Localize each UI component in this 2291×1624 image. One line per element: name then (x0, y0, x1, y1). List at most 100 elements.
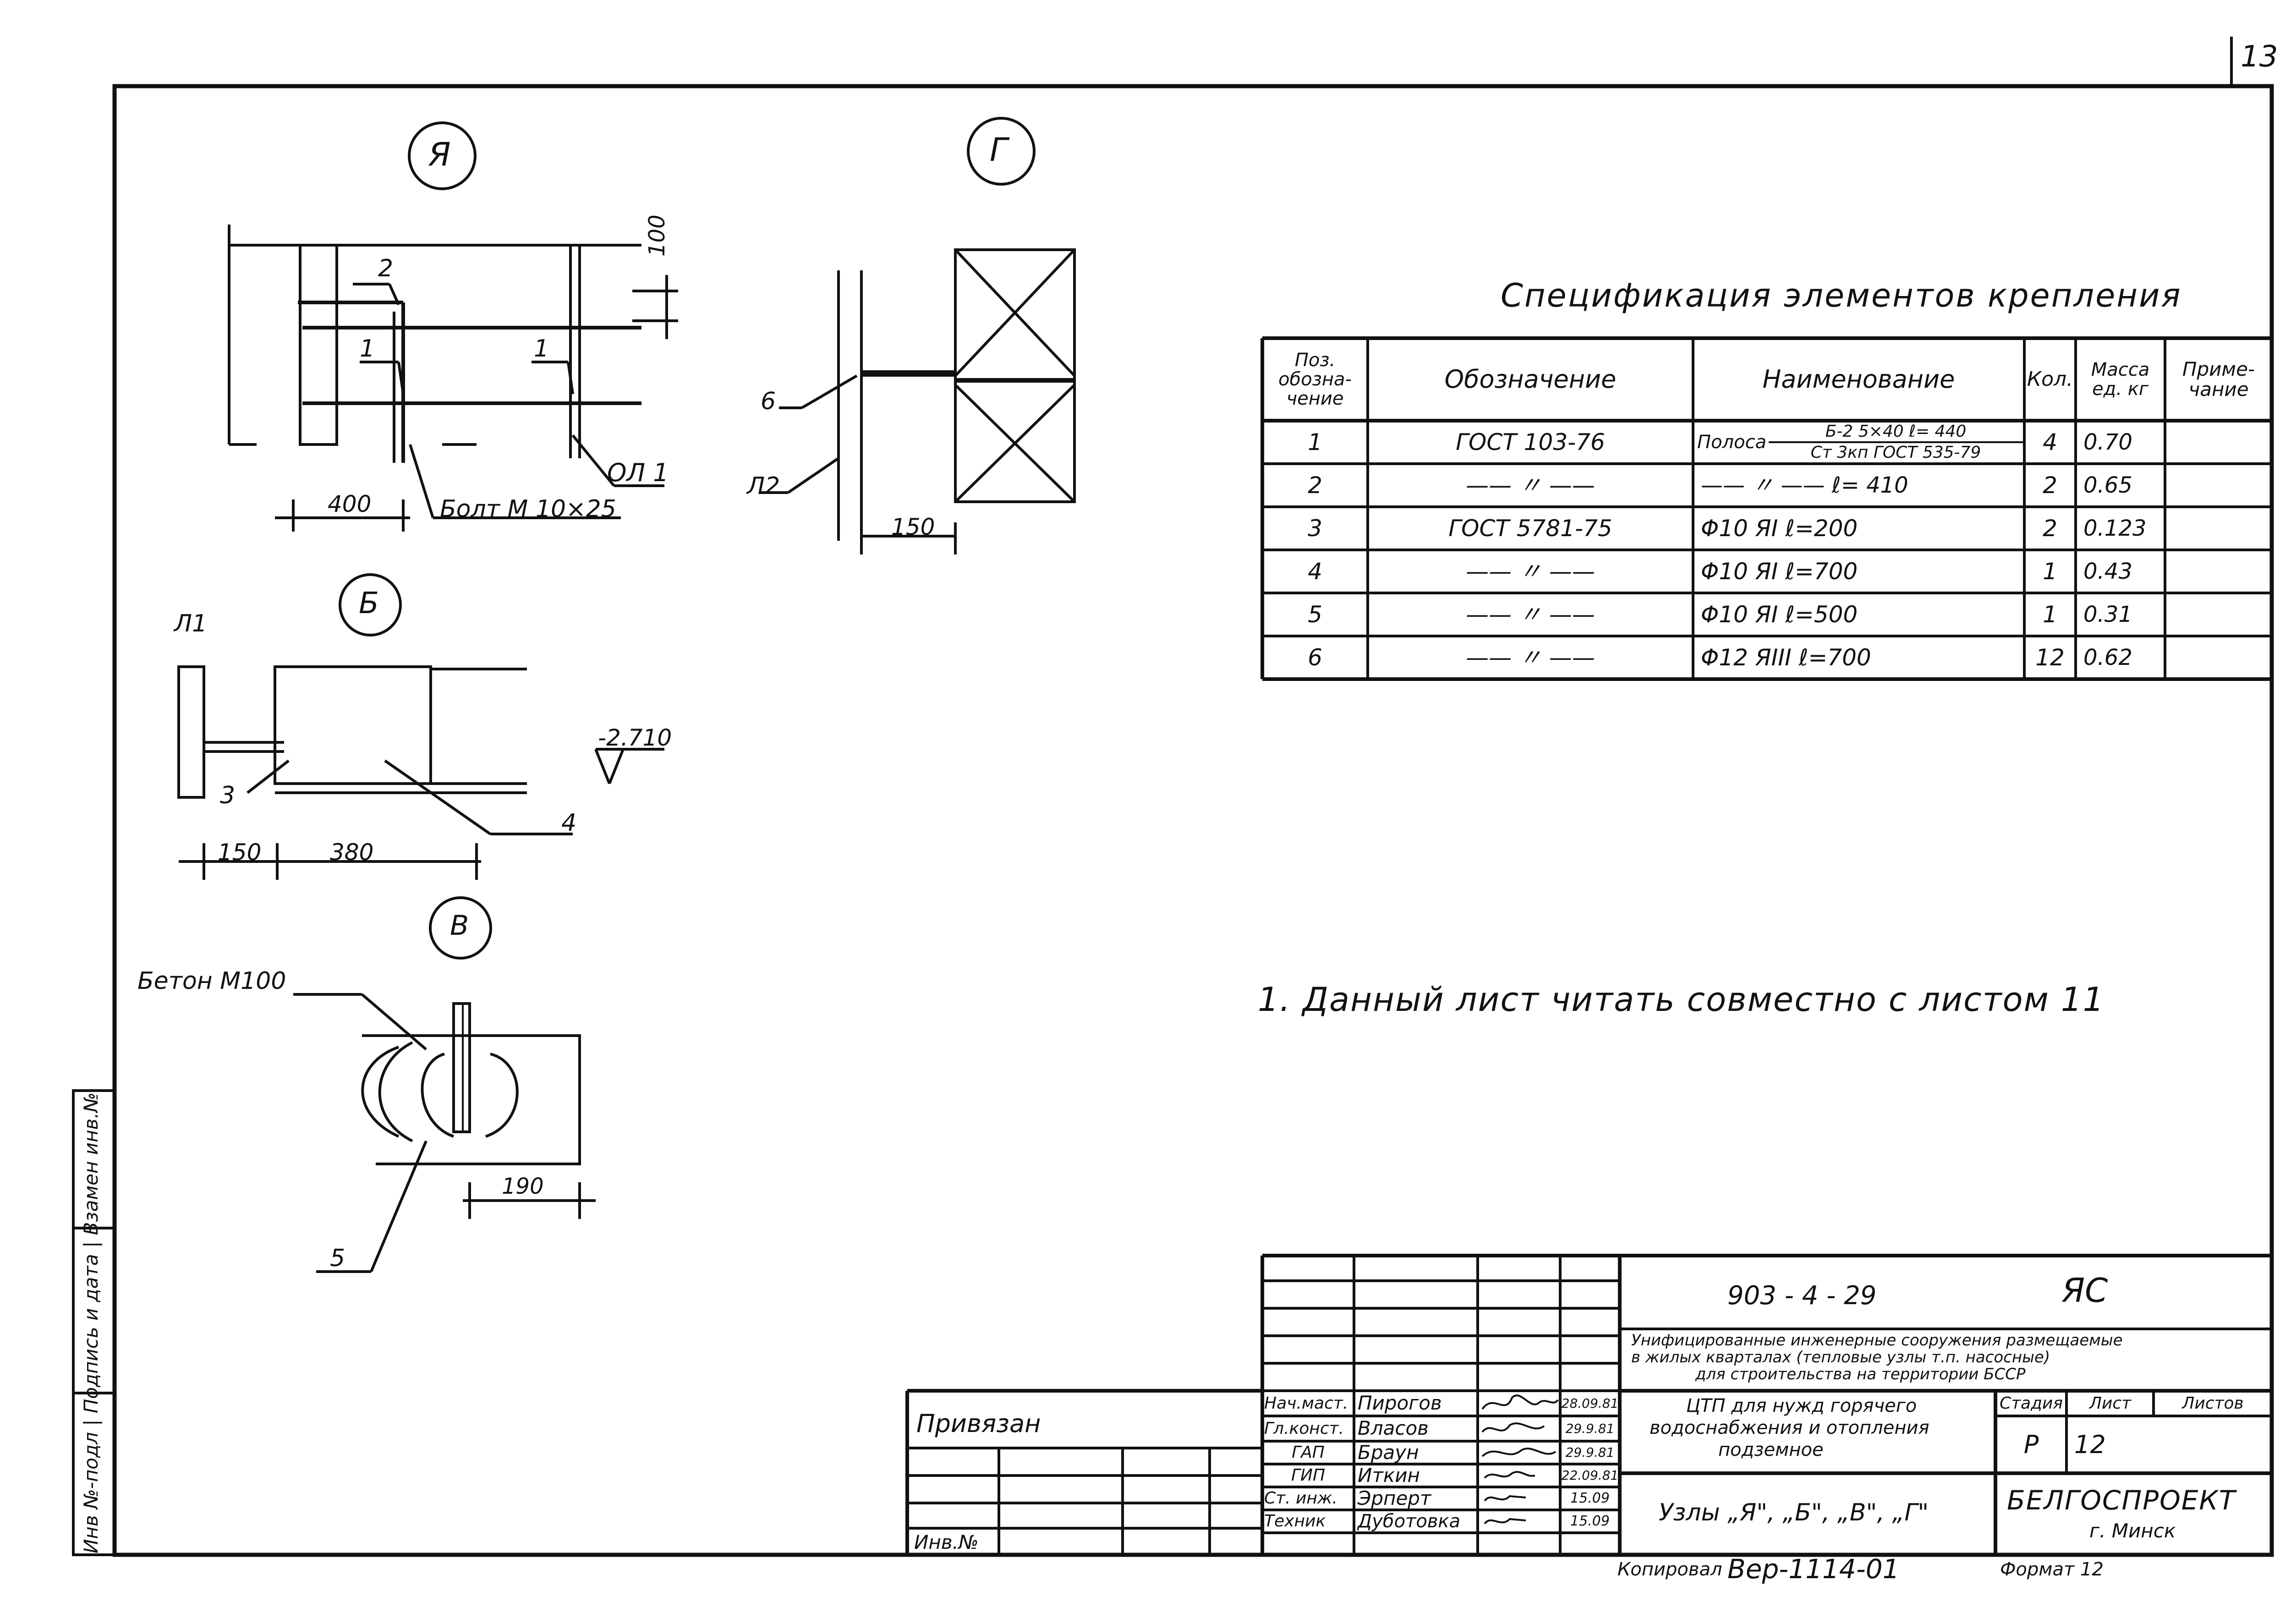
inv-label: Инв.№ (914, 1531, 979, 1553)
signer-4-name: Иткин (1358, 1464, 1420, 1487)
node-label-a: Я (428, 136, 451, 173)
signer-1-name: Пирогов (1358, 1392, 1442, 1415)
stamp-sheet-title: Узлы „Я", „Б", „В", „Г" (1659, 1499, 1929, 1526)
node-a-label-ol1: ОЛ 1 (607, 458, 669, 487)
signer-5-name: Эрперт (1358, 1487, 1431, 1509)
spec-row-5-name: Φ10 ЯI ℓ=500 (1701, 601, 1858, 628)
spec-row-4-mass: 0.43 (2083, 558, 2132, 584)
spec-header-pos: Поз. обозна- чение (1278, 350, 1352, 409)
node-v-drawing (293, 993, 596, 1273)
spec-header-name: Наименование (1762, 364, 1955, 394)
node-b-drawing (177, 665, 664, 880)
spec-row-2-name: —— 〃 —— ℓ= 410 (1701, 472, 1908, 498)
stamp-city: г. Минск (2089, 1520, 2176, 1542)
signer-6-name: Дуботовка (1358, 1511, 1461, 1532)
node-g-label-6: 6 (761, 388, 776, 415)
node-v-dim-190: 190 (502, 1174, 544, 1199)
node-g-label-l2: Л2 (747, 472, 780, 500)
spec-row-3-qty: 2 (2043, 515, 2057, 542)
signer-6-date: 15.09 (1570, 1513, 1610, 1530)
spec-row-6-mass: 0.62 (2083, 644, 2132, 670)
stamp-object-line2: водоснабжения и отопления (1650, 1417, 1929, 1438)
node-v-label-5: 5 (330, 1245, 345, 1272)
spec-row-1-designation: ГОСТ 103-76 (1456, 428, 1605, 455)
stamp-sheets-label: Листов (2182, 1394, 2244, 1413)
signer-4-role: ГИП (1291, 1466, 1326, 1485)
stamp-doc-code: 903 - 4 - 29 (1727, 1281, 1877, 1311)
signer-1-role: Нач.маст. (1264, 1394, 1348, 1413)
node-b-label-l1: Л1 (174, 610, 208, 637)
stamp-grid (905, 1254, 2272, 1555)
node-a-label-2: 2 (378, 255, 394, 282)
spec-row-3-designation: ГОСТ 5781-75 (1448, 515, 1612, 542)
signer-2-name: Власов (1358, 1417, 1429, 1440)
node-a-drawing (228, 225, 678, 532)
node-b-dim-150: 150 (218, 839, 262, 866)
stamp-sheet: 12 (2074, 1430, 2106, 1459)
node-a-dim-400: 400 (328, 491, 372, 517)
signer-1-date: 28.09.81 (1561, 1395, 1619, 1411)
stamp-org: БЕЛГОСПРОЕКТ (2007, 1485, 2236, 1516)
node-b-label-4: 4 (561, 809, 577, 837)
spec-row-6-name: Φ12 ЯIII ℓ=700 (1701, 644, 1871, 671)
node-b-dim-380: 380 (330, 839, 374, 866)
node-g-drawing (761, 248, 1076, 554)
stamp-project-line1: Унифицированные инженерные сооружения ра… (1631, 1331, 2123, 1350)
node-a-label-1b: 1 (534, 335, 549, 362)
stamp-project-line2: в жилых кварталах (тепловые узлы т.п. на… (1631, 1348, 2050, 1366)
signer-3-role: ГАП (1292, 1443, 1325, 1462)
stamp-stage-label: Стадия (1999, 1394, 2063, 1413)
spec-row-4-qty: 1 (2043, 558, 2057, 585)
node-a-label-1a: 1 (360, 335, 375, 362)
copied-code: Вер-1114-01 (1727, 1553, 1900, 1585)
node-g-dim-150: 150 (891, 514, 935, 540)
general-note: 1. Данный лист читать совместно с листом… (1258, 980, 2105, 1019)
spec-row-2-mass: 0.65 (2083, 472, 2132, 498)
spec-row-3-mass: 0.123 (2083, 515, 2147, 541)
spec-row-1-qty: 4 (2043, 428, 2057, 455)
spec-row-4-designation: —— 〃 —— (1466, 558, 1595, 585)
spec-row-5-qty: 1 (2043, 601, 2057, 628)
spec-row-1-name-prefix: Полоса (1697, 432, 1767, 453)
signer-3-name: Браун (1358, 1441, 1419, 1464)
node-label-v: В (450, 910, 469, 942)
format-label: Формат 12 (2000, 1559, 2104, 1580)
stamp-object-line1: ЦТП для нужд горячего (1686, 1395, 1917, 1416)
spec-row-1-name-bottom: Ст 3кп ГОСТ 535-79 (1810, 443, 1981, 462)
spec-row-6-qty: 12 (2035, 644, 2065, 671)
spec-table-grid (1261, 336, 2272, 681)
stamp-mark: ЯС (2062, 1271, 2108, 1310)
stamp-object-line3: подземное (1718, 1439, 1824, 1460)
spec-row-3-name: Φ10 ЯI ℓ=200 (1701, 515, 1858, 542)
copied-label: Копировал (1617, 1559, 1722, 1580)
spec-header-designation: Обозначение (1444, 364, 1617, 394)
bound-label: Привязан (916, 1409, 1041, 1438)
node-v-concrete-label: Бетон М100 (137, 967, 286, 995)
stamp-project-line3: для строительства на территории БССР (1695, 1365, 2026, 1383)
spec-row-4-pos: 4 (1308, 558, 1322, 585)
signer-5-date: 15.09 (1570, 1490, 1610, 1507)
spec-row-1-mass: 0.70 (2083, 429, 2132, 455)
node-label-b: Б (359, 587, 379, 620)
spec-row-5-mass: 0.31 (2083, 601, 2132, 627)
signer-3-date: 29.9.81 (1565, 1445, 1615, 1460)
side-strip-text: Инв №-подл | Подпись и дата | Взамен инв… (80, 1092, 102, 1553)
node-b-label-3: 3 (220, 782, 236, 809)
node-b-level: -2.710 (598, 724, 672, 751)
spec-row-5-designation: —— 〃 —— (1466, 601, 1595, 628)
signer-2-date: 29.9.81 (1565, 1421, 1615, 1436)
spec-header-mass: Масса ед. кг (2091, 359, 2150, 400)
spec-header-qty: Кол. (2027, 367, 2073, 391)
node-label-g: Г (990, 131, 1008, 169)
signer-2-role: Гл.конст. (1264, 1419, 1344, 1438)
signer-4-date: 22.09.81 (1561, 1468, 1619, 1483)
corner-sheet-number: 13 (2241, 40, 2278, 74)
spec-row-2-qty: 2 (2043, 472, 2057, 499)
stamp-stage: Р (2023, 1430, 2039, 1459)
node-a-bolt-label: Болт М 10×25 (440, 495, 616, 523)
spec-row-2-pos: 2 (1308, 472, 1322, 499)
spec-header-note: Приме- чание (2182, 357, 2255, 401)
